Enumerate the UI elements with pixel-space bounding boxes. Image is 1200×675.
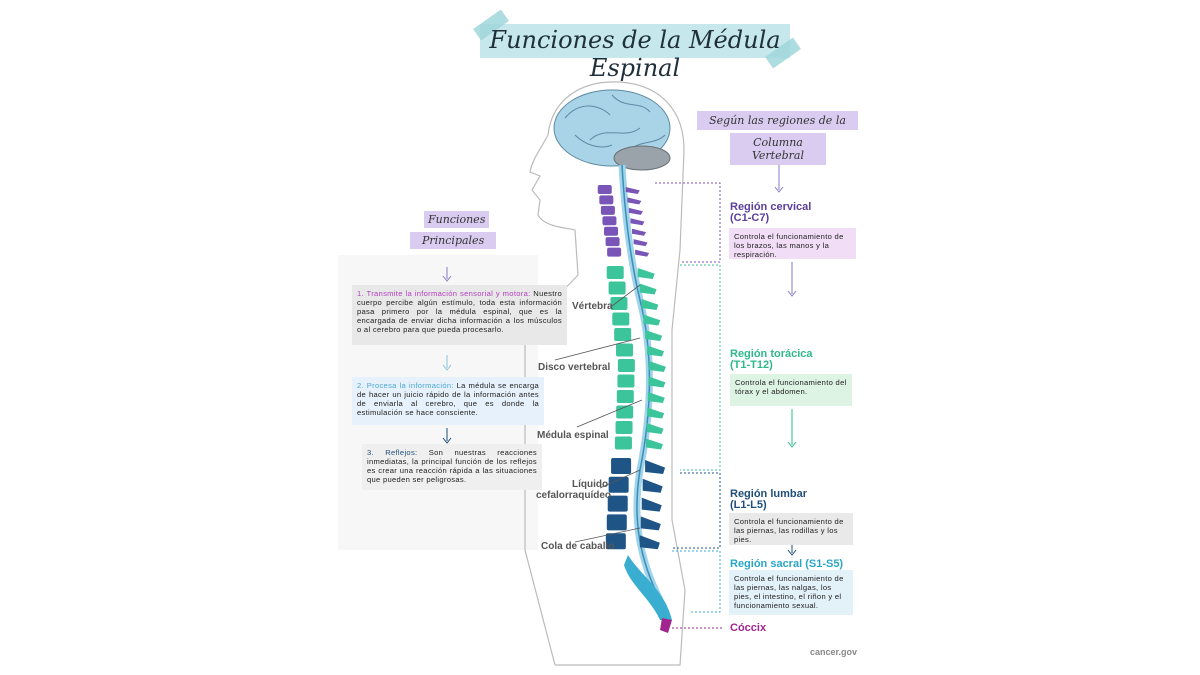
left-header-line1: Funciones [424, 211, 490, 228]
function-1-body: Nuestro cuerpo percibe algún estímulo, t… [357, 289, 562, 334]
spinous-process-cervical [630, 218, 645, 226]
vertebra-thoracic [610, 297, 628, 310]
vertebra-cervical [600, 205, 615, 215]
label-fluid-line2: cefalorraquídeo [536, 490, 612, 501]
function-box-3: 3. Reflejos: Son nuestras reacciones inm… [362, 444, 542, 490]
spinous-process-lumbar [645, 460, 666, 474]
coccyx-label: Cóccix [730, 622, 767, 634]
label-vertebra: Vértebra [572, 301, 613, 312]
vertebra-thoracic [616, 343, 634, 357]
spinous-process-cervical [635, 249, 650, 257]
spinous-process-cervical [632, 228, 647, 236]
spinous-process-thoracic [647, 392, 665, 403]
function-1-heading: 1. Transmite la información sensorial y … [357, 289, 531, 298]
spinous-process-thoracic [646, 423, 664, 434]
region-thoracic-range: (T1-T12) [730, 359, 773, 371]
right-header-line1: Según las regiones de la [697, 111, 858, 130]
vertebra-thoracic [617, 374, 635, 388]
function-2-body: La médula se encarga de hacer un juicio … [357, 381, 539, 417]
credit: cancer.gov [810, 647, 858, 657]
spinous-process-cervical [633, 239, 648, 247]
function-3-body: Son nuestras reacciones inmediatas, la p… [367, 448, 537, 484]
region-cervical-text: Controla el funcionamiento de los brazos… [729, 228, 856, 259]
region-thoracic-name: Región torácica [730, 348, 813, 360]
vertebra-cervical [607, 247, 622, 257]
spinous-process-lumbar [639, 535, 660, 550]
spinous-process-cervical [627, 197, 642, 205]
label-cord: Médula espinal [537, 430, 609, 441]
cerebellum [613, 145, 671, 171]
function-3-heading: 3. Reflejos: [367, 448, 418, 457]
vertebra-cervical [605, 237, 620, 247]
region-cervical-range: (C1-C7) [730, 212, 770, 224]
vertebra-thoracic [608, 281, 626, 295]
region-cervical-name: Región cervical [730, 201, 812, 213]
label-cauda: Cola de caballo [541, 541, 615, 552]
body-outline [524, 81, 686, 666]
vertebra-lumbar [606, 514, 627, 531]
coccyx-bone [660, 618, 672, 633]
region-sacral-name: Región sacral (S1-S5) [730, 558, 844, 570]
spinous-process-thoracic [647, 407, 665, 419]
title-banner: Funciones de la Médula Espinal [473, 9, 801, 82]
function-box-2: 2. Procesa la información: La médula se … [352, 377, 544, 425]
title-highlight [480, 24, 790, 58]
vertebrae [597, 185, 666, 550]
spinous-process-thoracic [647, 345, 665, 357]
vertebra-thoracic [615, 421, 633, 434]
spinous-process-thoracic [641, 299, 659, 310]
spinous-process-thoracic [648, 361, 666, 372]
vertebra-cervical [604, 226, 619, 236]
spinous-process-thoracic [637, 268, 655, 279]
spinous-process-lumbar [641, 497, 662, 512]
function-box-1: 1. Transmite la información sensorial y … [352, 285, 567, 345]
spinous-process-cervical [628, 207, 643, 215]
page-title: Funciones de la Médula Espinal [489, 26, 781, 82]
vertebra-thoracic [614, 436, 632, 450]
region-sacral-text: Controla el funcionamiento de las pierna… [729, 570, 853, 615]
spinous-process-cervical [625, 187, 640, 194]
vertebra-lumbar [608, 476, 629, 493]
function-2-heading: 2. Procesa la información: [357, 381, 454, 390]
vertebra-lumbar [605, 533, 626, 550]
region-lumbar-range: (L1-L5) [730, 499, 767, 511]
sacrum [624, 555, 672, 620]
spinous-process-lumbar [642, 478, 663, 493]
vertebra-lumbar [611, 458, 632, 474]
vertebra-cervical [602, 216, 617, 226]
label-fluid-line1: Líquido [572, 479, 609, 490]
vertebra-thoracic [617, 359, 635, 372]
vertebra-thoracic [616, 390, 634, 403]
region-thoracic-text: Controla el funcionamiento del tórax y e… [730, 374, 852, 406]
right-header-line2: Columna Vertebral [730, 133, 826, 165]
vertebra-lumbar [607, 495, 628, 512]
spinous-process-thoracic [648, 376, 666, 388]
spinous-process-thoracic [639, 283, 657, 295]
vertebra-cervical [597, 185, 612, 194]
region-lumbar-name: Región lumbar [730, 488, 808, 500]
left-arrows [442, 267, 452, 444]
spinous-process-thoracic [645, 438, 663, 450]
spinous-process-lumbar [640, 516, 661, 531]
spinous-process-thoracic [645, 330, 663, 341]
vertebra-thoracic [614, 328, 632, 341]
vertebra-thoracic [612, 312, 630, 326]
vertebra-thoracic [606, 266, 624, 279]
label-disc: Disco vertebral [538, 362, 611, 373]
region-lumbar-text: Controla el funcionamiento de las pierna… [729, 513, 853, 545]
vertebra-cervical [599, 195, 614, 205]
left-header-line2: Principales [410, 232, 497, 249]
spinous-process-thoracic [643, 314, 661, 326]
